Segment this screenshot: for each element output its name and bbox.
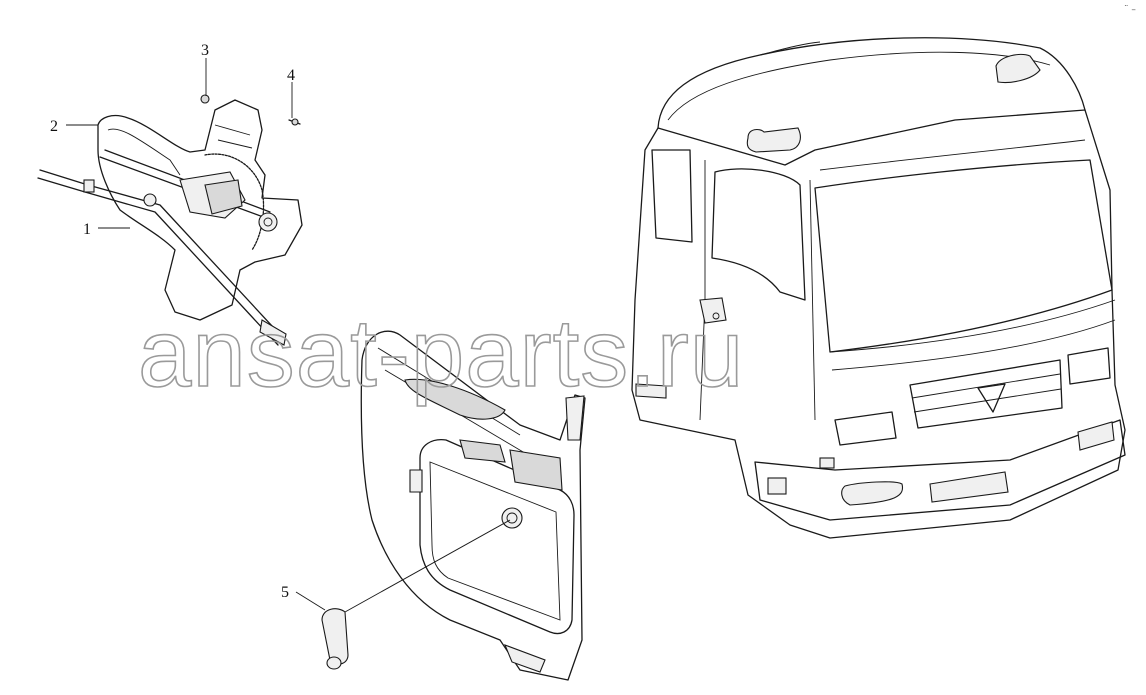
window-crank-handle: [321, 608, 349, 670]
window-regulator: [37, 99, 303, 346]
callout-5: 5: [281, 584, 289, 601]
leader-lines: [66, 58, 511, 613]
callout-1: 1: [83, 221, 91, 238]
callout-4: 4: [287, 67, 295, 84]
screw-part-4: [288, 118, 301, 126]
corner-mark: ¨ –: [1124, 5, 1136, 15]
callout-labels: 3 4 2 1 5: [50, 42, 295, 601]
door-inner-panel: [360, 330, 586, 681]
callout-2: 2: [50, 118, 58, 135]
watermark: ansat-parts.ru: [138, 300, 744, 407]
bolt-part-3: [200, 94, 210, 104]
callout-3: 3: [201, 42, 209, 59]
truck-cab: [631, 37, 1126, 539]
